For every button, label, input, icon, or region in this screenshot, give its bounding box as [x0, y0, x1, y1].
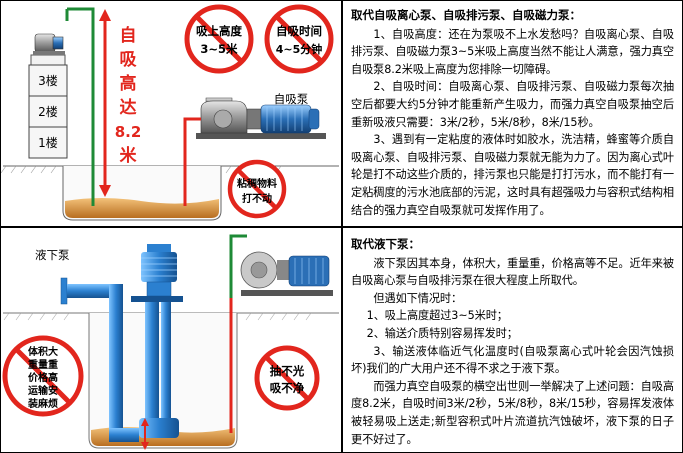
height-value: 8.2	[115, 123, 142, 141]
sign-time-line2: 4~5分钟	[276, 42, 323, 56]
self-priming-pump	[196, 97, 326, 139]
sign-bulky-line3: 价格高	[28, 371, 58, 384]
height-char-1: 自	[120, 25, 137, 46]
sign-suction-height: 吸上高度 3~5米	[184, 4, 254, 74]
sign-bulky-line5: 装麻烦	[27, 397, 58, 410]
submerged-motor	[141, 244, 177, 297]
building: 3楼 2楼 1楼	[28, 54, 68, 159]
submerged-title: 取代液下泵：	[351, 237, 420, 251]
height-label: 自 吸 高 达 8.2 米	[115, 25, 142, 166]
column-pipe-1	[145, 300, 159, 430]
submerged-pump-label: 液下泵	[35, 248, 70, 262]
sign-suction-line2: 吸不净	[270, 381, 305, 395]
sign-time-line1: 自吸时间	[276, 24, 322, 38]
sign-suction-incomplete: 抽不光 吸不净	[254, 345, 320, 411]
self-priming-diagram-panel: 3楼 2楼 1楼 自 吸 高 达 8.2 米 吸上高度 3~	[1, 1, 341, 226]
sign-bulky-line2: 重量重	[28, 358, 58, 371]
sign-bulky-line4: 运输安	[28, 384, 58, 397]
sign-bulky-line1: 体积大	[28, 345, 58, 358]
replacement-pump	[240, 251, 333, 296]
sign-viscous-line2: 打不动	[242, 192, 272, 205]
depth-arrow	[141, 418, 149, 450]
height-char-6: 米	[120, 145, 138, 166]
floor-2-label: 2楼	[38, 104, 58, 119]
sign-suction-line1: 抽不光	[270, 364, 305, 378]
self-priming-title: 取代自吸离心泵、自吸排污泵、自吸磁力泵：	[351, 8, 581, 22]
floor-3-label: 3楼	[38, 73, 58, 88]
self-priming-text-panel: 取代自吸离心泵、自吸排污泵、自吸磁力泵： 1、自吸高度：还在为泵吸不上水发愁吗？…	[343, 1, 682, 226]
discharge-pipe	[60, 277, 139, 442]
floor-1-box	[28, 126, 68, 159]
submerged-pump-body	[139, 418, 179, 438]
floor-1-label: 1楼	[38, 135, 58, 150]
height-char-4: 达	[120, 97, 137, 118]
submerged-text-panel: 取代液下泵： 液下泵因其本身，体积大，重量重，价格高等不足。近年来被自吸离心泵与…	[343, 228, 682, 452]
sign-viscous: 粘稠物料 打不动	[227, 159, 287, 219]
height-char-3: 高	[120, 73, 137, 94]
submerged-item-1: 1、吸上高度超过3~5米时；	[366, 309, 508, 323]
submerged-closing: 而强力真空自吸泵的横空出世则一举解决了上述问题：自吸高度8.2米，自吸时间3米/…	[351, 379, 674, 446]
submerged-diagram-panel: 液下泵	[1, 228, 341, 452]
vertical-divider	[341, 0, 343, 453]
submerged-item-2: 2、输送介质特别容易挥发时；	[366, 326, 518, 340]
sign-height-line1: 吸上高度	[196, 24, 242, 38]
ground-hatch-bottom	[3, 312, 312, 321]
roof-pump	[33, 33, 65, 55]
column-pipe-2	[161, 300, 171, 430]
submerged-intro: 液下泵因其本身，体积大，重量重，价格高等不足。近年来被自吸离心泵与自吸排污泵在很…	[351, 256, 674, 288]
submerged-lead: 但遇如下情况时：	[373, 291, 463, 305]
liquid	[65, 198, 219, 218]
sign-viscous-line1: 粘稠物料	[237, 177, 277, 190]
sign-height-line2: 3~5米	[200, 42, 238, 56]
self-priming-paragraph-2: 2、自吸时间：自吸离心泵、自吸排污泵、自吸磁力泵每次抽空后都要大约5分钟才能重新…	[351, 80, 674, 129]
height-char-2: 吸	[120, 50, 138, 70]
height-arrow	[99, 9, 111, 197]
mount-plate	[131, 296, 183, 302]
building-top-floor	[30, 54, 66, 66]
self-priming-diagram: 3楼 2楼 1楼 自 吸 高 达 8.2 米 吸上高度 3~	[1, 4, 339, 221]
self-priming-paragraph-3: 3、遇到有一定粘度的液体时如胶水，洗洁精，蜂蜜等介质自吸离心泵、自吸排污泵、自吸…	[351, 133, 674, 217]
self-priming-pump-label: 自吸泵	[274, 92, 309, 106]
submerged-diagram: 液下泵	[2, 234, 339, 450]
sign-bulky: 体积大 重量重 价格高 运输安 装麻烦	[2, 335, 84, 417]
suction-pipe-green	[229, 234, 247, 298]
suction-pipe-pump	[183, 117, 201, 206]
suction-pipe-building	[65, 7, 95, 206]
sign-suction-time: 自吸时间 4~5分钟	[264, 4, 334, 74]
submerged-item-3: 3、输送液体临近气化温度时(自吸泵离心式叶轮会因汽蚀损坏)我们的广大用户还不得不…	[351, 344, 674, 376]
self-priming-paragraph-1: 1、自吸高度：还在为泵吸不上水发愁吗？自吸离心泵、自吸排污泵、自吸磁力泵3~5米…	[351, 27, 674, 76]
